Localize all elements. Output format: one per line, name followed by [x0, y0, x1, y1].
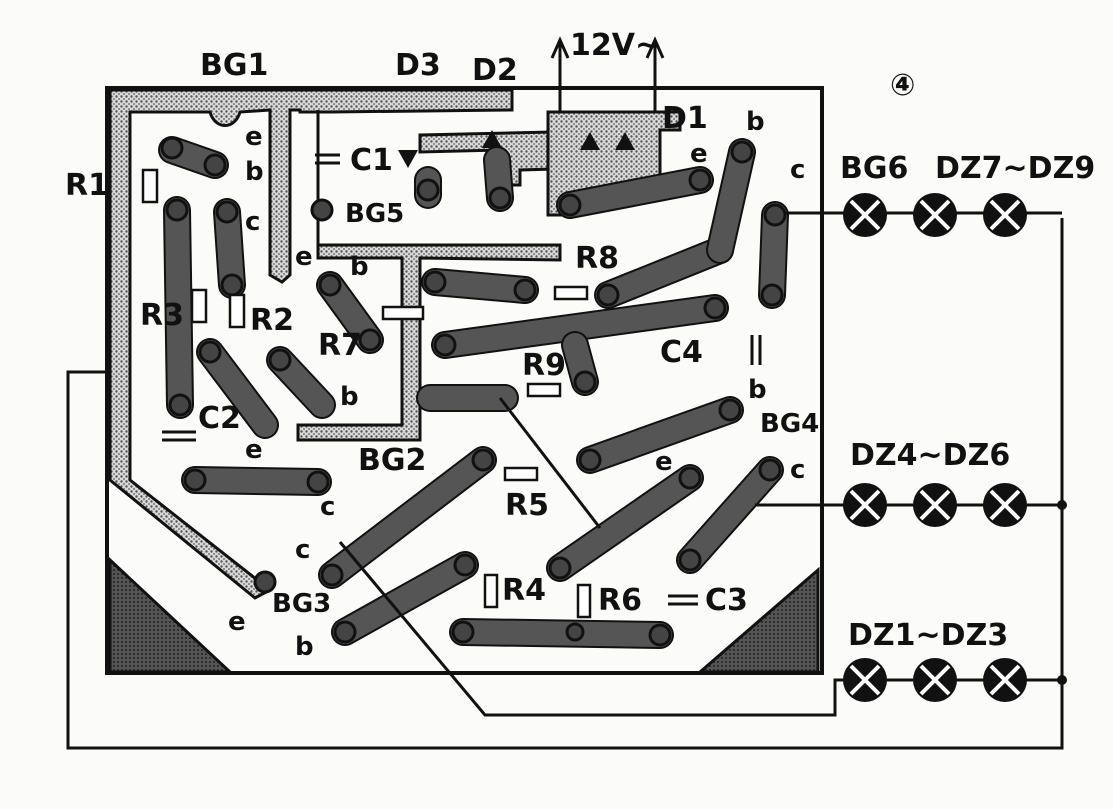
label-c1: C1 [350, 143, 393, 178]
component-symbols [141, 130, 762, 619]
figure-number: ④ [890, 68, 915, 103]
pin-e-bg3: e [228, 607, 246, 637]
pin-labels: e b c e b b e c c e b b e c b e c [228, 107, 805, 662]
label-r3: R3 [140, 298, 184, 333]
pcb-board-outline [105, 86, 824, 675]
ground-area-right [695, 566, 820, 674]
label-r6: R6 [598, 583, 642, 618]
lamp-group-bottom [843, 658, 1027, 702]
solder-pads [160, 136, 787, 647]
label-c4: C4 [660, 335, 703, 370]
label-r8: R8 [575, 241, 619, 276]
label-r1: R1 [65, 168, 109, 203]
pin-e-bg5: e [295, 242, 313, 272]
label-lamps-middle: DZ4~DZ6 [850, 438, 1010, 473]
label-c3: C3 [705, 583, 748, 618]
ground-trace-center [296, 110, 562, 442]
pin-c-bg3: c [295, 535, 310, 565]
pin-c-bg6: c [790, 155, 805, 185]
supply-label: 12V~ [570, 28, 660, 63]
label-r7: R7 [318, 328, 362, 363]
pin-c-bg2: c [320, 492, 335, 522]
pin-b-bg3: b [295, 632, 314, 662]
pin-b-bg2: b [340, 382, 359, 412]
pin-c-bg4: c [790, 455, 805, 485]
lamp-group-middle [843, 483, 1027, 527]
label-lamps-top: DZ7~DZ9 [935, 151, 1095, 186]
pin-b-r7: b [350, 252, 369, 282]
pin-e-bg1: e [245, 122, 263, 152]
pin-e-bg2: e [245, 435, 263, 465]
pin-c-bg1: c [245, 207, 260, 237]
label-lamps-bottom: DZ1~DZ3 [848, 618, 1008, 653]
label-d3: D3 [395, 48, 441, 83]
label-r9: R9 [522, 348, 566, 383]
ground-plane-top [108, 88, 514, 600]
ground-area-left [108, 556, 234, 674]
label-d1: D1 [662, 101, 708, 136]
label-r5: R5 [505, 488, 549, 523]
label-bg1: BG1 [200, 48, 268, 83]
label-bg2: BG2 [358, 443, 426, 478]
label-c2: C2 [198, 401, 241, 436]
pin-b-bg4: b [748, 375, 767, 405]
pin-e-bg4: e [655, 447, 673, 477]
pin-b-bg6: b [746, 107, 765, 137]
label-bg6: BG6 [840, 151, 908, 186]
label-bg4: BG4 [760, 409, 819, 439]
label-r2: R2 [250, 303, 294, 338]
lamp-group-top [843, 193, 1027, 237]
pin-b-bg1: b [245, 157, 264, 187]
pin-e-bg6: e [690, 139, 708, 169]
label-r4: R4 [502, 573, 546, 608]
label-bg5: BG5 [345, 199, 404, 229]
label-d2: D2 [472, 53, 518, 88]
label-bg3: BG3 [272, 589, 331, 619]
